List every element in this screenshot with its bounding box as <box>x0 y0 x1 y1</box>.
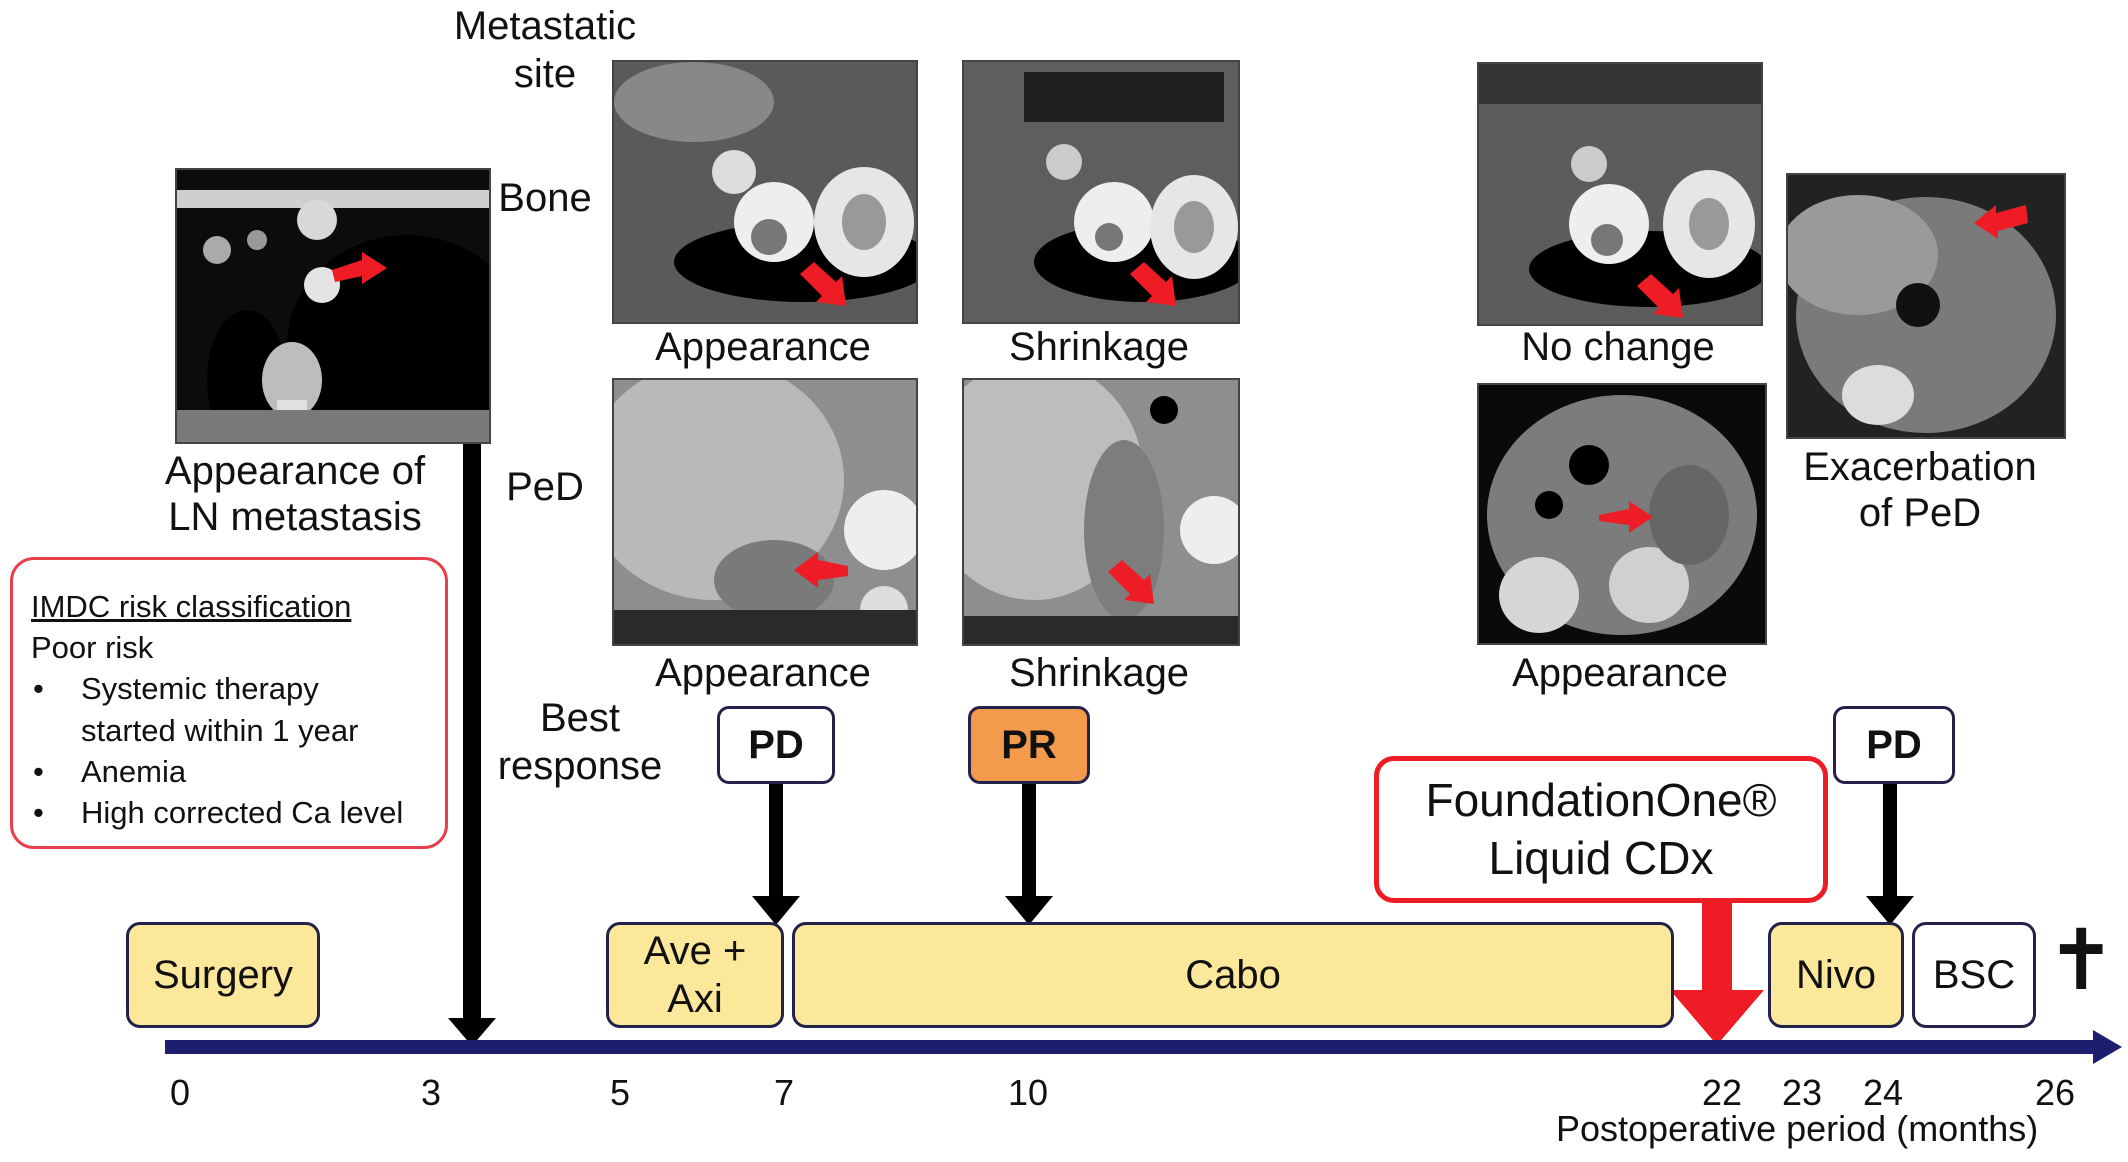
ped-exacerbation-caption: Exacerbation of PeD <box>1803 445 2037 535</box>
imdc-risk-box: IMDC risk classification Poor risk Syste… <box>10 557 448 849</box>
ped-appearance-late-caption: Appearance <box>1512 651 1728 695</box>
treatment-surgery: Surgery <box>126 922 320 1028</box>
ped-appearance-caption: Appearance <box>655 651 871 695</box>
axis-tick: 7 <box>773 1072 795 1113</box>
pd2-arrow <box>1866 784 1914 925</box>
ped-row-label: PeD <box>506 465 584 509</box>
treatment-bsc: BSC <box>1912 922 2036 1028</box>
pr-arrow <box>1005 784 1053 925</box>
bone-shrinkage-caption: Shrinkage <box>1008 325 1190 369</box>
response-badge-pr: PR <box>968 706 1090 784</box>
bone-appearance-caption: Appearance <box>655 325 871 369</box>
ct-image-ped-appearance-late <box>1477 383 1767 645</box>
axis-tick: 0 <box>169 1072 191 1113</box>
best-response-label: Best response <box>497 696 663 788</box>
ct-image-ln-metastasis <box>175 168 491 444</box>
ct-image-ped-exacerbation <box>1786 173 2066 439</box>
foundationone-liquid-cdx-box: FoundationOne® Liquid CDx <box>1374 756 1828 903</box>
axis-tick: 26 <box>2034 1072 2076 1113</box>
foundation-arrow <box>1670 900 1764 1045</box>
bone-no-change-caption: No change <box>1521 325 1715 369</box>
axis-tick: 24 <box>1862 1072 1904 1113</box>
bone-row-label: Bone <box>498 176 592 220</box>
metastatic-site-heading: Metastatic site <box>453 4 637 96</box>
imdc-risk-level: Poor risk <box>31 630 154 666</box>
treatment-cabo: Cabo <box>792 922 1674 1028</box>
axis-tick: 10 <box>1007 1072 1049 1113</box>
treatment-ave-axi: Ave + Axi <box>606 922 784 1028</box>
ct-image-bone-shrinkage <box>962 60 1240 324</box>
imdc-title: IMDC risk classification <box>31 589 352 624</box>
ct-image-ped-shrinkage <box>962 378 1240 646</box>
ct-image-ped-appearance <box>612 378 918 646</box>
ped-shrinkage-caption: Shrinkage <box>1008 651 1190 695</box>
death-cross-icon: ✝ <box>2046 911 2117 1009</box>
imdc-factor: Anemia <box>31 751 429 792</box>
ct-image-bone-appearance <box>612 60 918 324</box>
timeline-axis <box>165 1030 2122 1064</box>
imdc-factor: High corrected Ca level <box>31 792 429 833</box>
axis-tick: 23 <box>1781 1072 1823 1113</box>
axis-label: Postoperative period (months) <box>1556 1108 2039 1149</box>
response-badge-pd-1: PD <box>717 706 835 784</box>
ln-arrow <box>448 444 496 1046</box>
axis-tick: 22 <box>1701 1072 1743 1113</box>
axis-tick: 3 <box>420 1072 442 1113</box>
treatment-nivo: Nivo <box>1768 922 1904 1028</box>
axis-tick: 5 <box>609 1072 631 1113</box>
ct-image-bone-no-change <box>1477 62 1763 326</box>
ln-caption: Appearance of LN metastasis <box>164 449 426 539</box>
response-badge-pd-2: PD <box>1833 706 1955 784</box>
pd1-arrow <box>752 784 800 925</box>
